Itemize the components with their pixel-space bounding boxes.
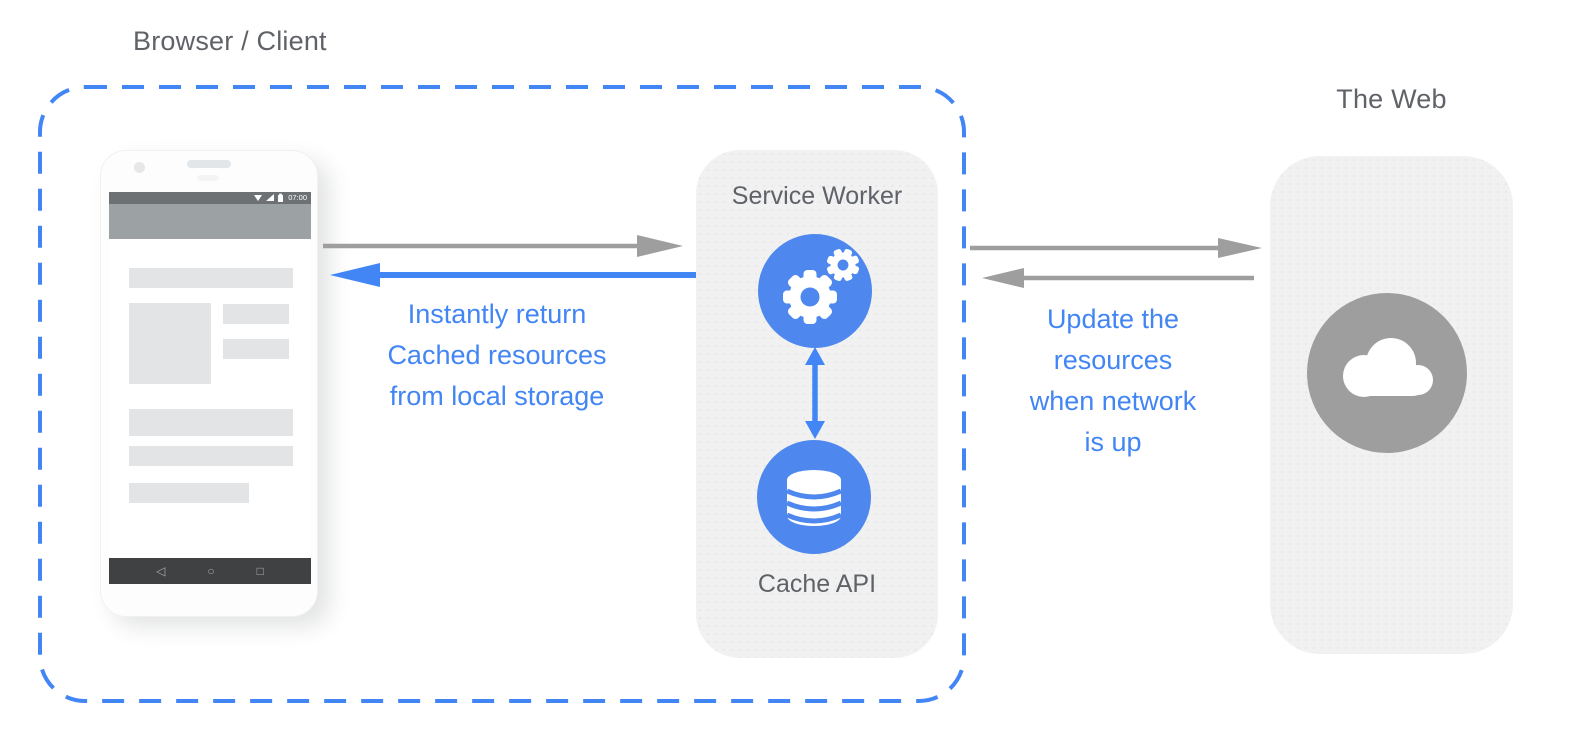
wifi-icon: [254, 195, 263, 201]
recents-icon: □: [256, 564, 264, 578]
browser-client-label: Browser / Client: [133, 26, 327, 56]
phone-speaker: [187, 160, 231, 168]
cloud-icon: [1343, 338, 1433, 397]
phone-page-content: [109, 239, 311, 558]
phone-nav-bar: ◁ ○ □: [109, 558, 311, 584]
cache-return-annotation: Instantly return Cached resources from l…: [387, 299, 607, 411]
content-placeholder: [129, 483, 249, 503]
home-icon: ○: [207, 564, 215, 578]
battery-icon: [278, 195, 284, 202]
content-placeholder: [129, 268, 293, 288]
the-web-label: The Web: [1336, 84, 1447, 114]
phone-screen: 07:00 ◁ ○ □: [109, 192, 311, 584]
content-placeholder-image: [129, 303, 211, 384]
content-placeholder: [223, 304, 289, 324]
database-icon: [785, 470, 843, 526]
cache-api-label: Cache API: [757, 570, 877, 598]
phone-camera-icon: [134, 162, 145, 173]
gears-icon: [783, 248, 860, 324]
signal-icon: [266, 194, 275, 201]
service-worker-cache-link-arrow: [805, 347, 825, 439]
phone-status-bar: 07:00: [109, 192, 311, 204]
phone-mockup: 07:00 ◁ ○ □: [100, 150, 318, 617]
back-icon: ◁: [156, 564, 166, 578]
network-update-annotation: Update the resources when network is up: [1029, 304, 1197, 457]
client-boundary-dashed-border: [38, 85, 966, 703]
web-cloud-badge: [1307, 293, 1467, 453]
response-arrow-from-web: [982, 268, 1254, 288]
cache-api-badge: [757, 440, 871, 554]
request-arrow-to-service-worker: [323, 235, 683, 257]
phone-app-bar: [109, 204, 311, 239]
content-placeholder: [129, 446, 293, 466]
service-worker-gear-badge: [758, 234, 872, 348]
phone-sensor: [197, 175, 219, 181]
fetch-arrow-to-web: [970, 238, 1262, 258]
service-worker-title: Service Worker: [731, 182, 903, 210]
content-placeholder: [129, 409, 293, 436]
content-placeholder: [223, 339, 289, 359]
cached-response-arrow-to-phone: [330, 263, 696, 287]
status-time: 07:00: [288, 193, 307, 202]
status-icons: [254, 193, 284, 202]
